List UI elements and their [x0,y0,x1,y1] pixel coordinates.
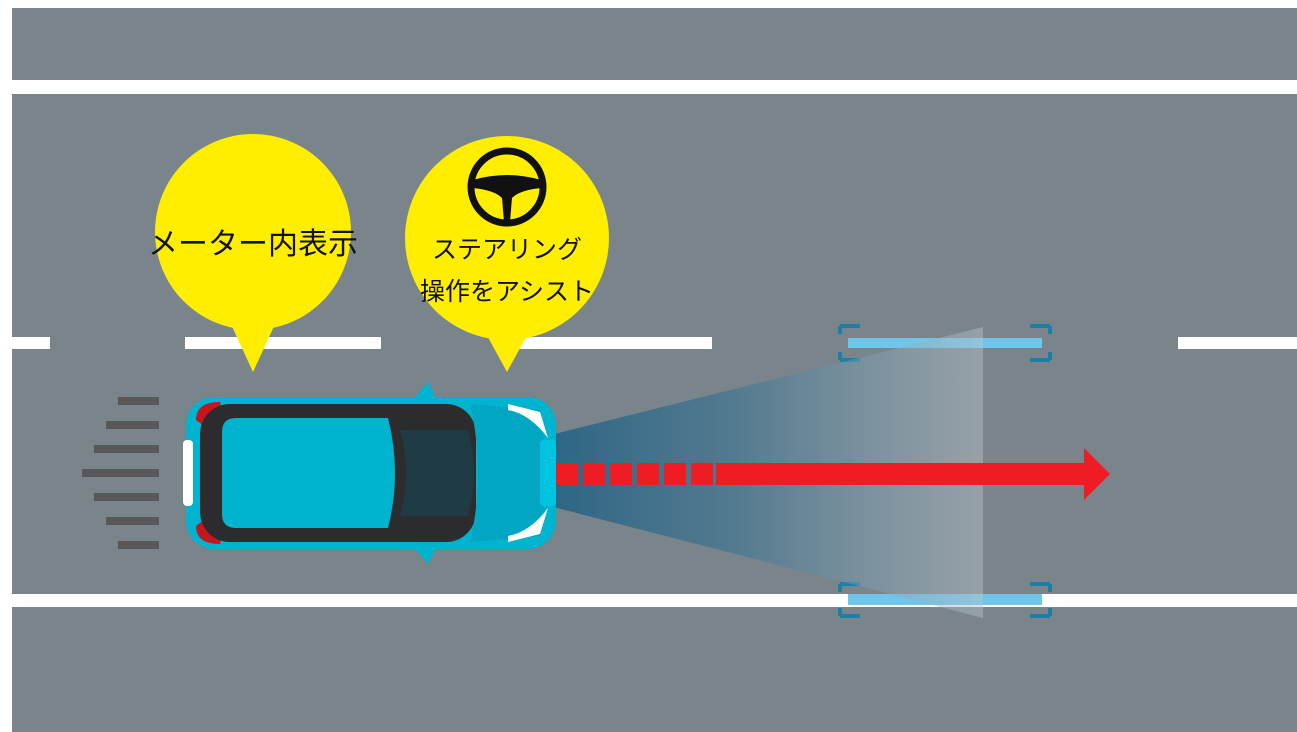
callout-steering-assist-line-1: ステアリング [432,235,582,264]
callout-steering-assist: ステアリング 操作をアシスト [405,136,609,372]
callout-bubble [405,136,609,340]
hood [470,404,546,542]
car-roof [222,418,395,528]
dashed-center-line [12,337,1297,349]
headlight-top [508,404,548,438]
steering-wheel-icon [467,147,547,227]
side-mirror-bottom [414,548,436,564]
headlight-bottom [508,508,548,542]
rear-bumper [183,440,193,506]
callout-steering-assist-line-2: 操作をアシスト [420,277,594,306]
side-mirror-top [414,382,436,398]
top-solid-lane-line [12,80,1297,94]
callout-bubble [155,134,351,330]
callout-meter-display-label: メーター内表示 [148,227,358,262]
road-surface [12,8,1297,732]
motion-lines [82,397,159,549]
planned-path-arrow [556,448,1110,500]
bottom-solid-lane-line [12,594,1297,607]
callout-pointer [484,330,530,372]
callout-pointer [230,322,276,372]
windshield [400,430,474,516]
callout-meter-display: メーター内表示 [148,134,358,372]
front-camera [540,440,556,506]
car [183,382,556,564]
